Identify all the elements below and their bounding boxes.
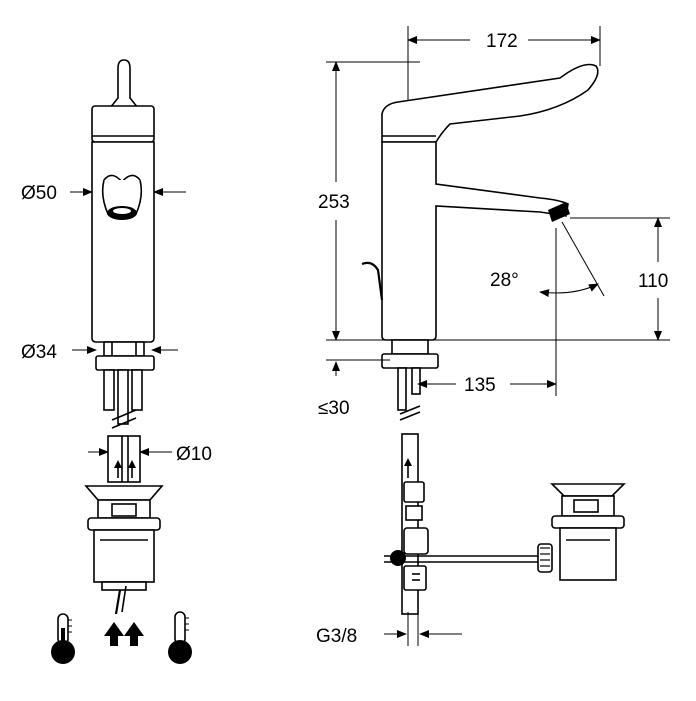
lever-stem	[108, 59, 140, 109]
dim-projection: 135	[464, 375, 496, 396]
thermometer-hot-icon	[168, 611, 192, 664]
front-view-dimensions: Ø50 Ø34 Ø10	[21, 183, 212, 465]
threaded-rod-right	[131, 369, 143, 411]
dim-spout-angle: 28°	[490, 270, 519, 291]
mounting-base	[103, 341, 145, 357]
dim-spout-height: 110	[638, 271, 668, 292]
waste-flange	[84, 485, 164, 501]
lever-handle	[381, 63, 599, 143]
faucet-body	[91, 141, 155, 343]
legend-icons	[51, 611, 192, 664]
lift-rod	[107, 435, 141, 483]
threaded-rod-left	[103, 369, 115, 411]
dim-rod-diameter: Ø10	[176, 444, 212, 465]
front-view	[84, 59, 164, 615]
faucet-body-side	[381, 141, 569, 341]
waste-body	[93, 529, 155, 583]
side-view	[361, 63, 626, 615]
dim-body-diameter: Ø50	[21, 183, 57, 204]
thermometer-cold-icon	[51, 613, 75, 664]
side-view-dimensions: 172 253 ≤30 110 28° 135 G3/8	[316, 26, 670, 647]
dim-below-counter: ≤30	[318, 398, 350, 419]
linkage-knob	[390, 550, 406, 566]
pop-up-lever	[361, 261, 384, 301]
dim-base-diameter: Ø34	[21, 342, 57, 363]
waste-body-side	[559, 527, 617, 581]
dim-top-width: 172	[486, 31, 518, 52]
waste-flange-side	[550, 483, 626, 497]
double-arrow-up-icon	[104, 622, 144, 646]
dim-connection-thread: G3/8	[316, 626, 357, 647]
spout-aerator	[548, 202, 570, 222]
dim-total-height: 253	[318, 192, 350, 213]
